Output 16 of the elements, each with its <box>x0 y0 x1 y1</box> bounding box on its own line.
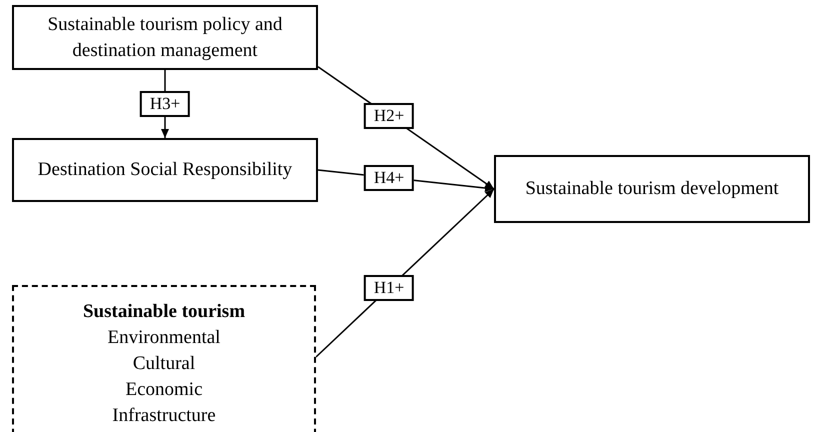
box-text: Cultural <box>132 352 196 376</box>
box-text: Destination Social Responsibility <box>38 158 292 182</box>
edge-label: H3+ <box>140 91 190 117</box>
box-text: Environmental <box>108 326 220 350</box>
edge-label: H2+ <box>364 103 414 130</box>
box-text: Economic <box>125 378 203 402</box>
edge-label: H4+ <box>364 164 414 191</box>
box-text: Infrastructure <box>112 404 216 428</box>
dashed-box <box>12 285 316 432</box>
box-heading: Sustainable tourism <box>82 300 246 324</box>
box-text: Sustainable tourism policy and destination management <box>46 12 284 62</box>
box-text: Sustainable tourism development <box>525 177 779 201</box>
process-box <box>12 138 318 202</box>
process-box <box>12 5 318 70</box>
edge-label: H1+ <box>364 275 414 302</box>
process-box <box>494 155 810 223</box>
